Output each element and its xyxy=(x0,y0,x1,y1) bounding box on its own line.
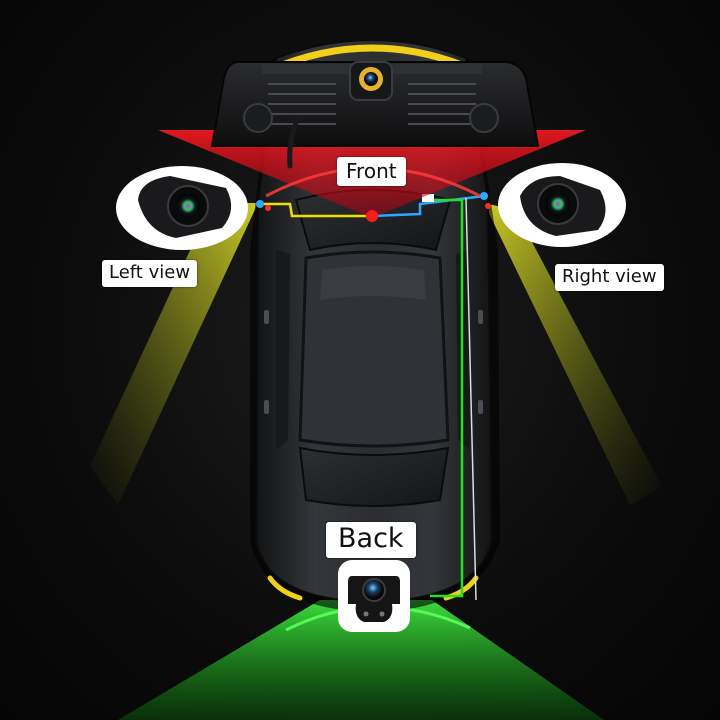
right-connector xyxy=(480,192,488,200)
mirror-speaker-left-icon xyxy=(243,103,273,133)
wire-rear-green xyxy=(426,198,464,598)
right-view-camera-label: Right view xyxy=(555,264,664,291)
right-side-camera xyxy=(498,163,626,247)
dashcam-mirror-unit xyxy=(210,61,540,169)
back-camera-label: Back xyxy=(326,522,416,558)
right-view-beam xyxy=(484,203,662,505)
front-focus-point xyxy=(366,210,378,222)
mirror-cable xyxy=(287,115,301,169)
right-connector-red xyxy=(485,203,491,209)
right-door-handle xyxy=(478,310,483,324)
wire-right-white xyxy=(465,197,477,601)
front-camera-label: Front xyxy=(337,157,406,186)
rear-window xyxy=(298,446,450,507)
mirror-vent-grille-right xyxy=(408,83,476,125)
rear-camera-mount xyxy=(355,604,393,622)
right-camera-lens-glass xyxy=(546,192,570,216)
front-camera-lens-inner xyxy=(364,72,378,86)
left-door-handle-rear xyxy=(264,400,269,414)
rear-camera-screw-left xyxy=(363,611,369,617)
rear-camera-screw-right xyxy=(379,611,385,617)
mirror-speaker-right-icon xyxy=(469,103,499,133)
left-view-camera-label: Left view xyxy=(102,260,198,287)
rear-camera-lens-icon xyxy=(362,578,386,602)
left-view-beam xyxy=(90,203,258,505)
rear-view-beam xyxy=(118,600,604,720)
left-connector xyxy=(256,200,264,208)
roof-highlight xyxy=(320,266,426,300)
right-door-handle-rear xyxy=(478,400,483,414)
rear-connector xyxy=(422,194,434,202)
rear-bumper-left-accent xyxy=(267,575,303,601)
roof xyxy=(298,250,450,448)
front-bumper-accent xyxy=(266,44,478,74)
left-side-camera xyxy=(116,166,248,250)
left-camera-lens-glass xyxy=(176,194,200,218)
camera-wiring xyxy=(256,192,491,601)
left-connector-red xyxy=(265,205,271,211)
rear-camera xyxy=(338,560,410,632)
left-door-handle xyxy=(264,310,269,324)
left-side-window xyxy=(276,250,290,450)
mirror-vent-grille-left xyxy=(268,83,336,125)
wire-left-yellow xyxy=(262,202,372,218)
